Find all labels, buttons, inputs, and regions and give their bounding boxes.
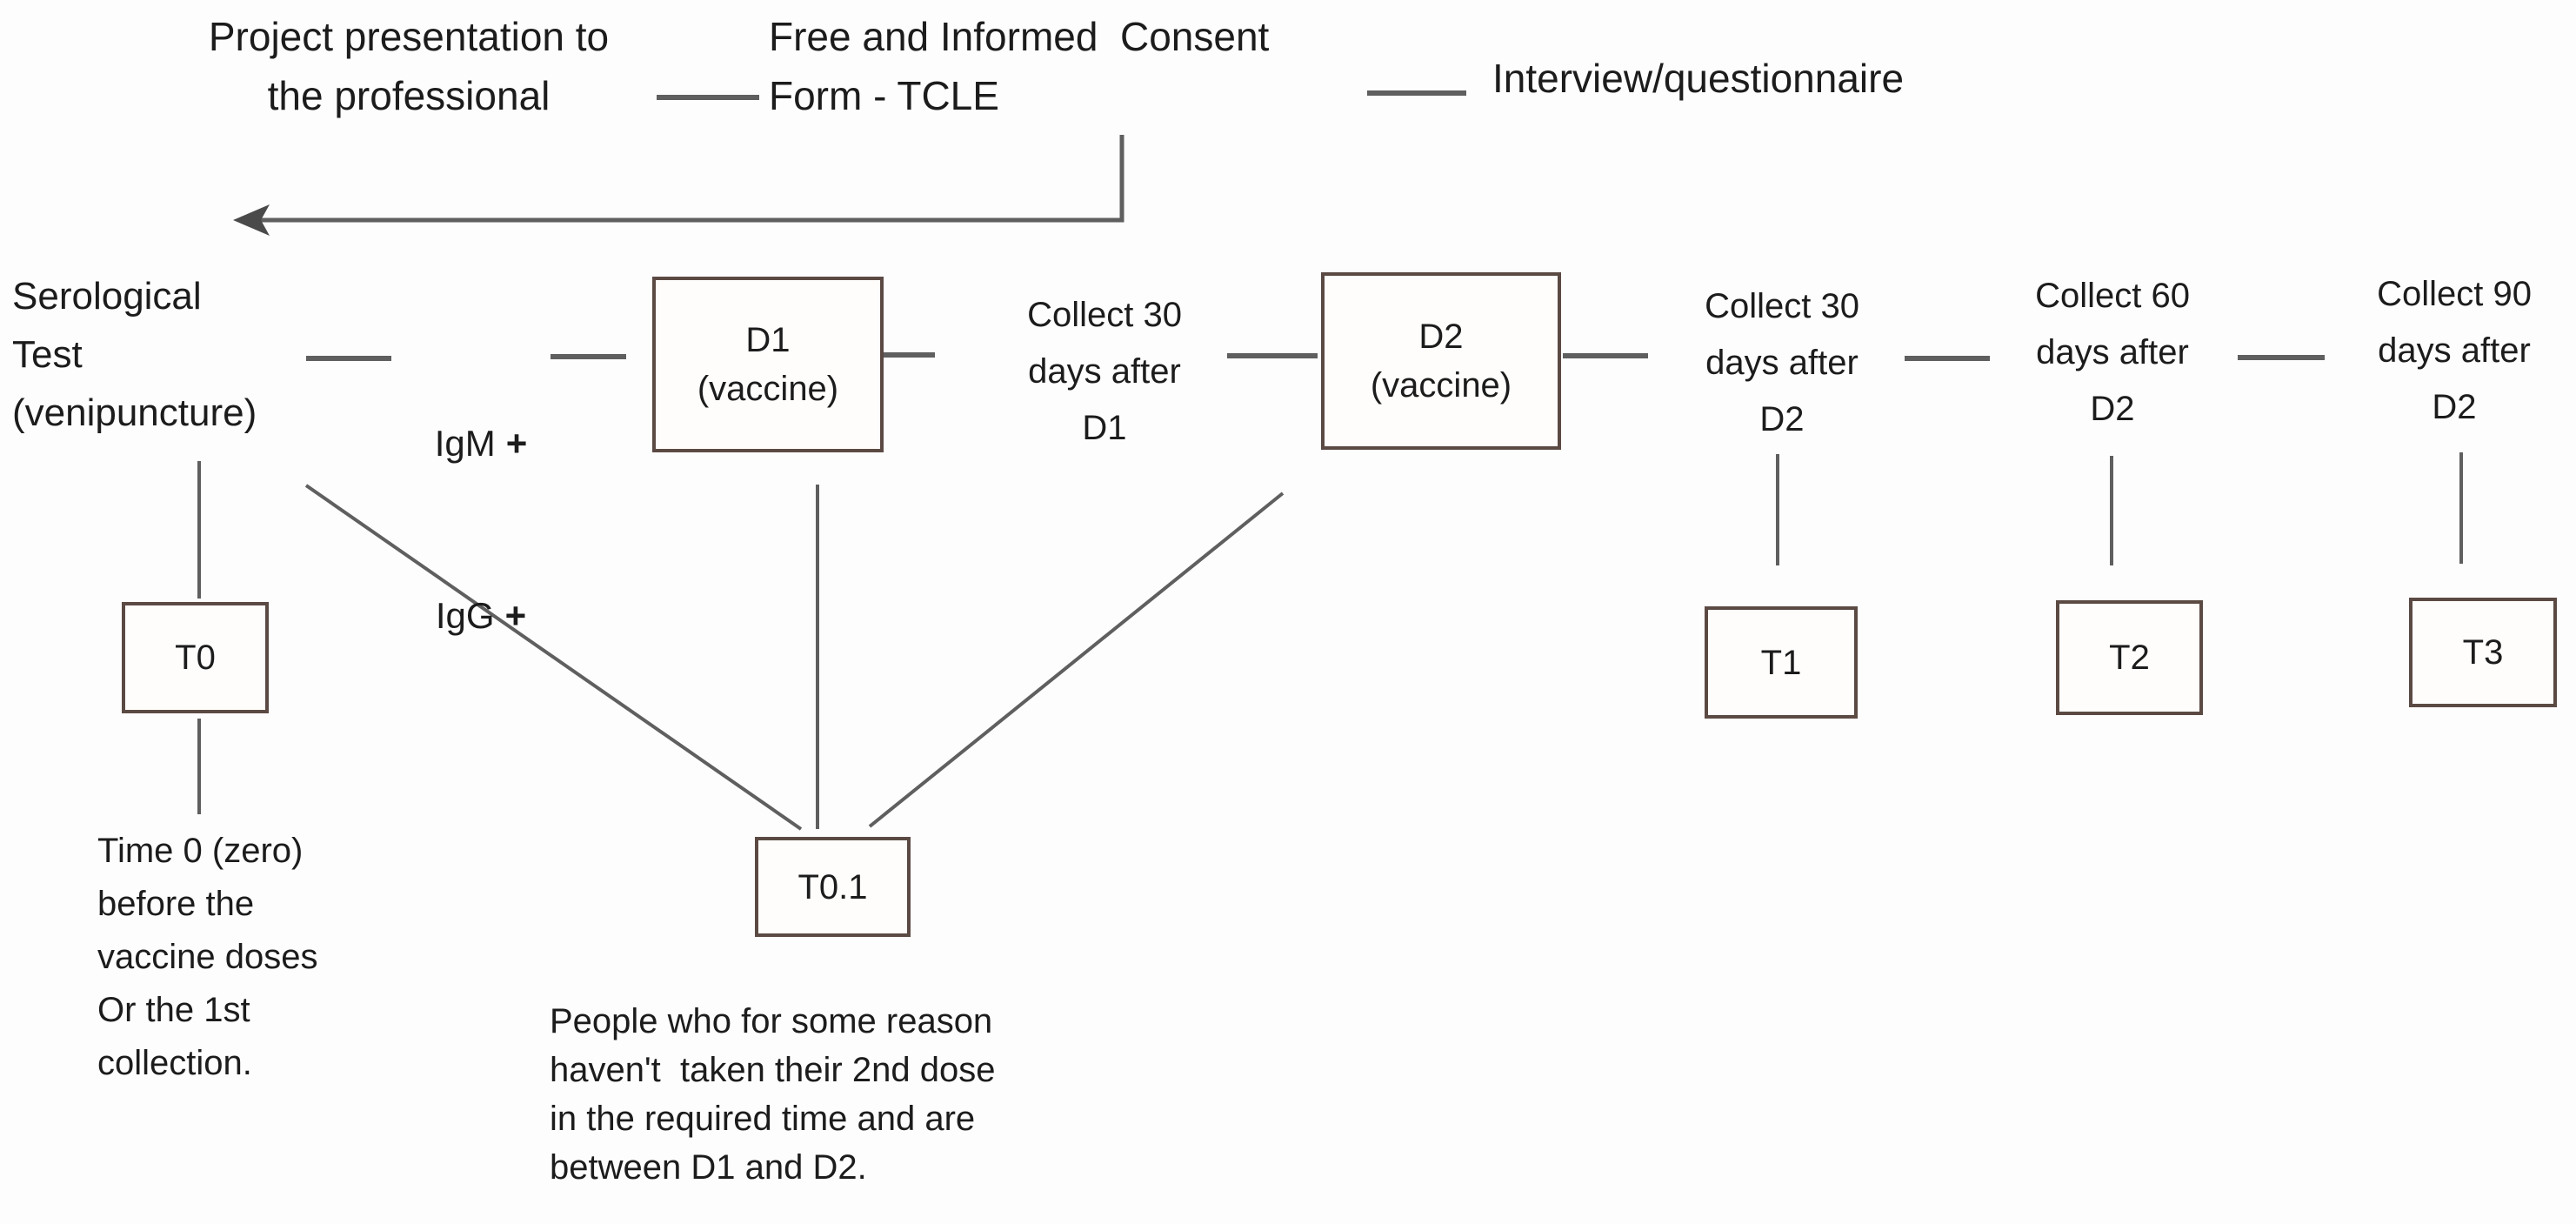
t0-1-note: People who for some reason haven't taken… [550, 1002, 996, 1187]
step-consent-form: Free and Informed Consent Form - TCLE [769, 14, 1270, 118]
igm-line: IgM+ [434, 423, 528, 464]
collect-90-after-d2-label: Collect 90 days after D2 [2377, 275, 2532, 426]
t0-1-box: T0.1 [755, 837, 911, 937]
collect-30-after-d2-label: Collect 30 days after D2 [1705, 287, 1859, 438]
plus-sign: + [505, 423, 528, 464]
line-serological-to-t01 [304, 484, 803, 831]
t0-label: T0 [175, 639, 216, 677]
t2-label: T2 [2109, 639, 2150, 677]
d2-vaccine-box: D2 (vaccine) [1321, 272, 1561, 450]
plus-sign: + [504, 595, 527, 636]
line-d2-to-t01 [868, 492, 1285, 828]
t3-box: T3 [2409, 598, 2557, 707]
t3-label: T3 [2462, 633, 2504, 672]
d2-title: D2 [1418, 318, 1464, 356]
collect-60-after-d2-label: Collect 60 days after D2 [2035, 277, 2190, 428]
serological-test-label: Serological Test (venipuncture) [12, 275, 257, 434]
serology-markers-label: IgM+ IgG+ [394, 300, 568, 759]
arrowhead-left-icon [233, 204, 270, 236]
t0-note: Time 0 (zero) before the vaccine doses O… [97, 832, 318, 1082]
collect-30-after-d1-label: Collect 30 days after D1 [1027, 296, 1182, 447]
d1-subtitle: (vaccine) [697, 370, 839, 408]
step-interview-questionnaire: Interview/questionnaire [1492, 56, 1905, 101]
t1-box: T1 [1705, 606, 1858, 719]
t2-box: T2 [2056, 600, 2203, 715]
d2-subtitle: (vaccine) [1370, 366, 1512, 405]
d1-title: D1 [745, 321, 791, 359]
elbow-arrow-line [261, 135, 1124, 223]
t1-label: T1 [1760, 643, 1802, 682]
t0-box: T0 [122, 602, 269, 713]
t0-1-label: T0.1 [797, 867, 868, 906]
d1-vaccine-box: D1 (vaccine) [652, 277, 884, 452]
igg-line: IgG+ [435, 595, 527, 636]
step-project-presentation: Project presentation to the professional [208, 14, 610, 118]
